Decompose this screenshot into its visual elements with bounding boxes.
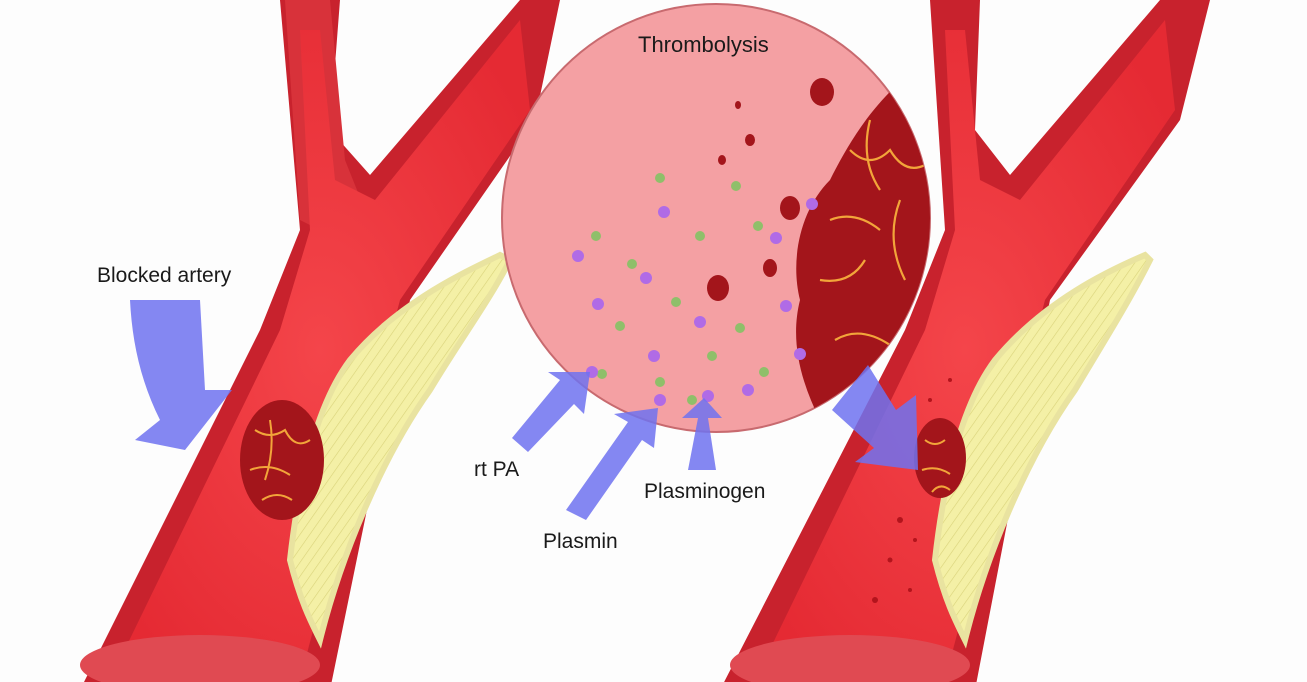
plasminogen-label: Plasminogen — [644, 480, 765, 504]
left-clot — [240, 400, 324, 520]
rtpa-arrow — [512, 372, 590, 452]
rtpa-label: rt PA — [474, 458, 519, 482]
blocked-artery-label: Blocked artery — [97, 264, 231, 288]
thrombolysis-title: Thrombolysis — [638, 32, 769, 58]
magnifier-circle — [502, 4, 940, 432]
plasmin-label: Plasmin — [543, 530, 618, 554]
right-clot — [914, 418, 966, 498]
